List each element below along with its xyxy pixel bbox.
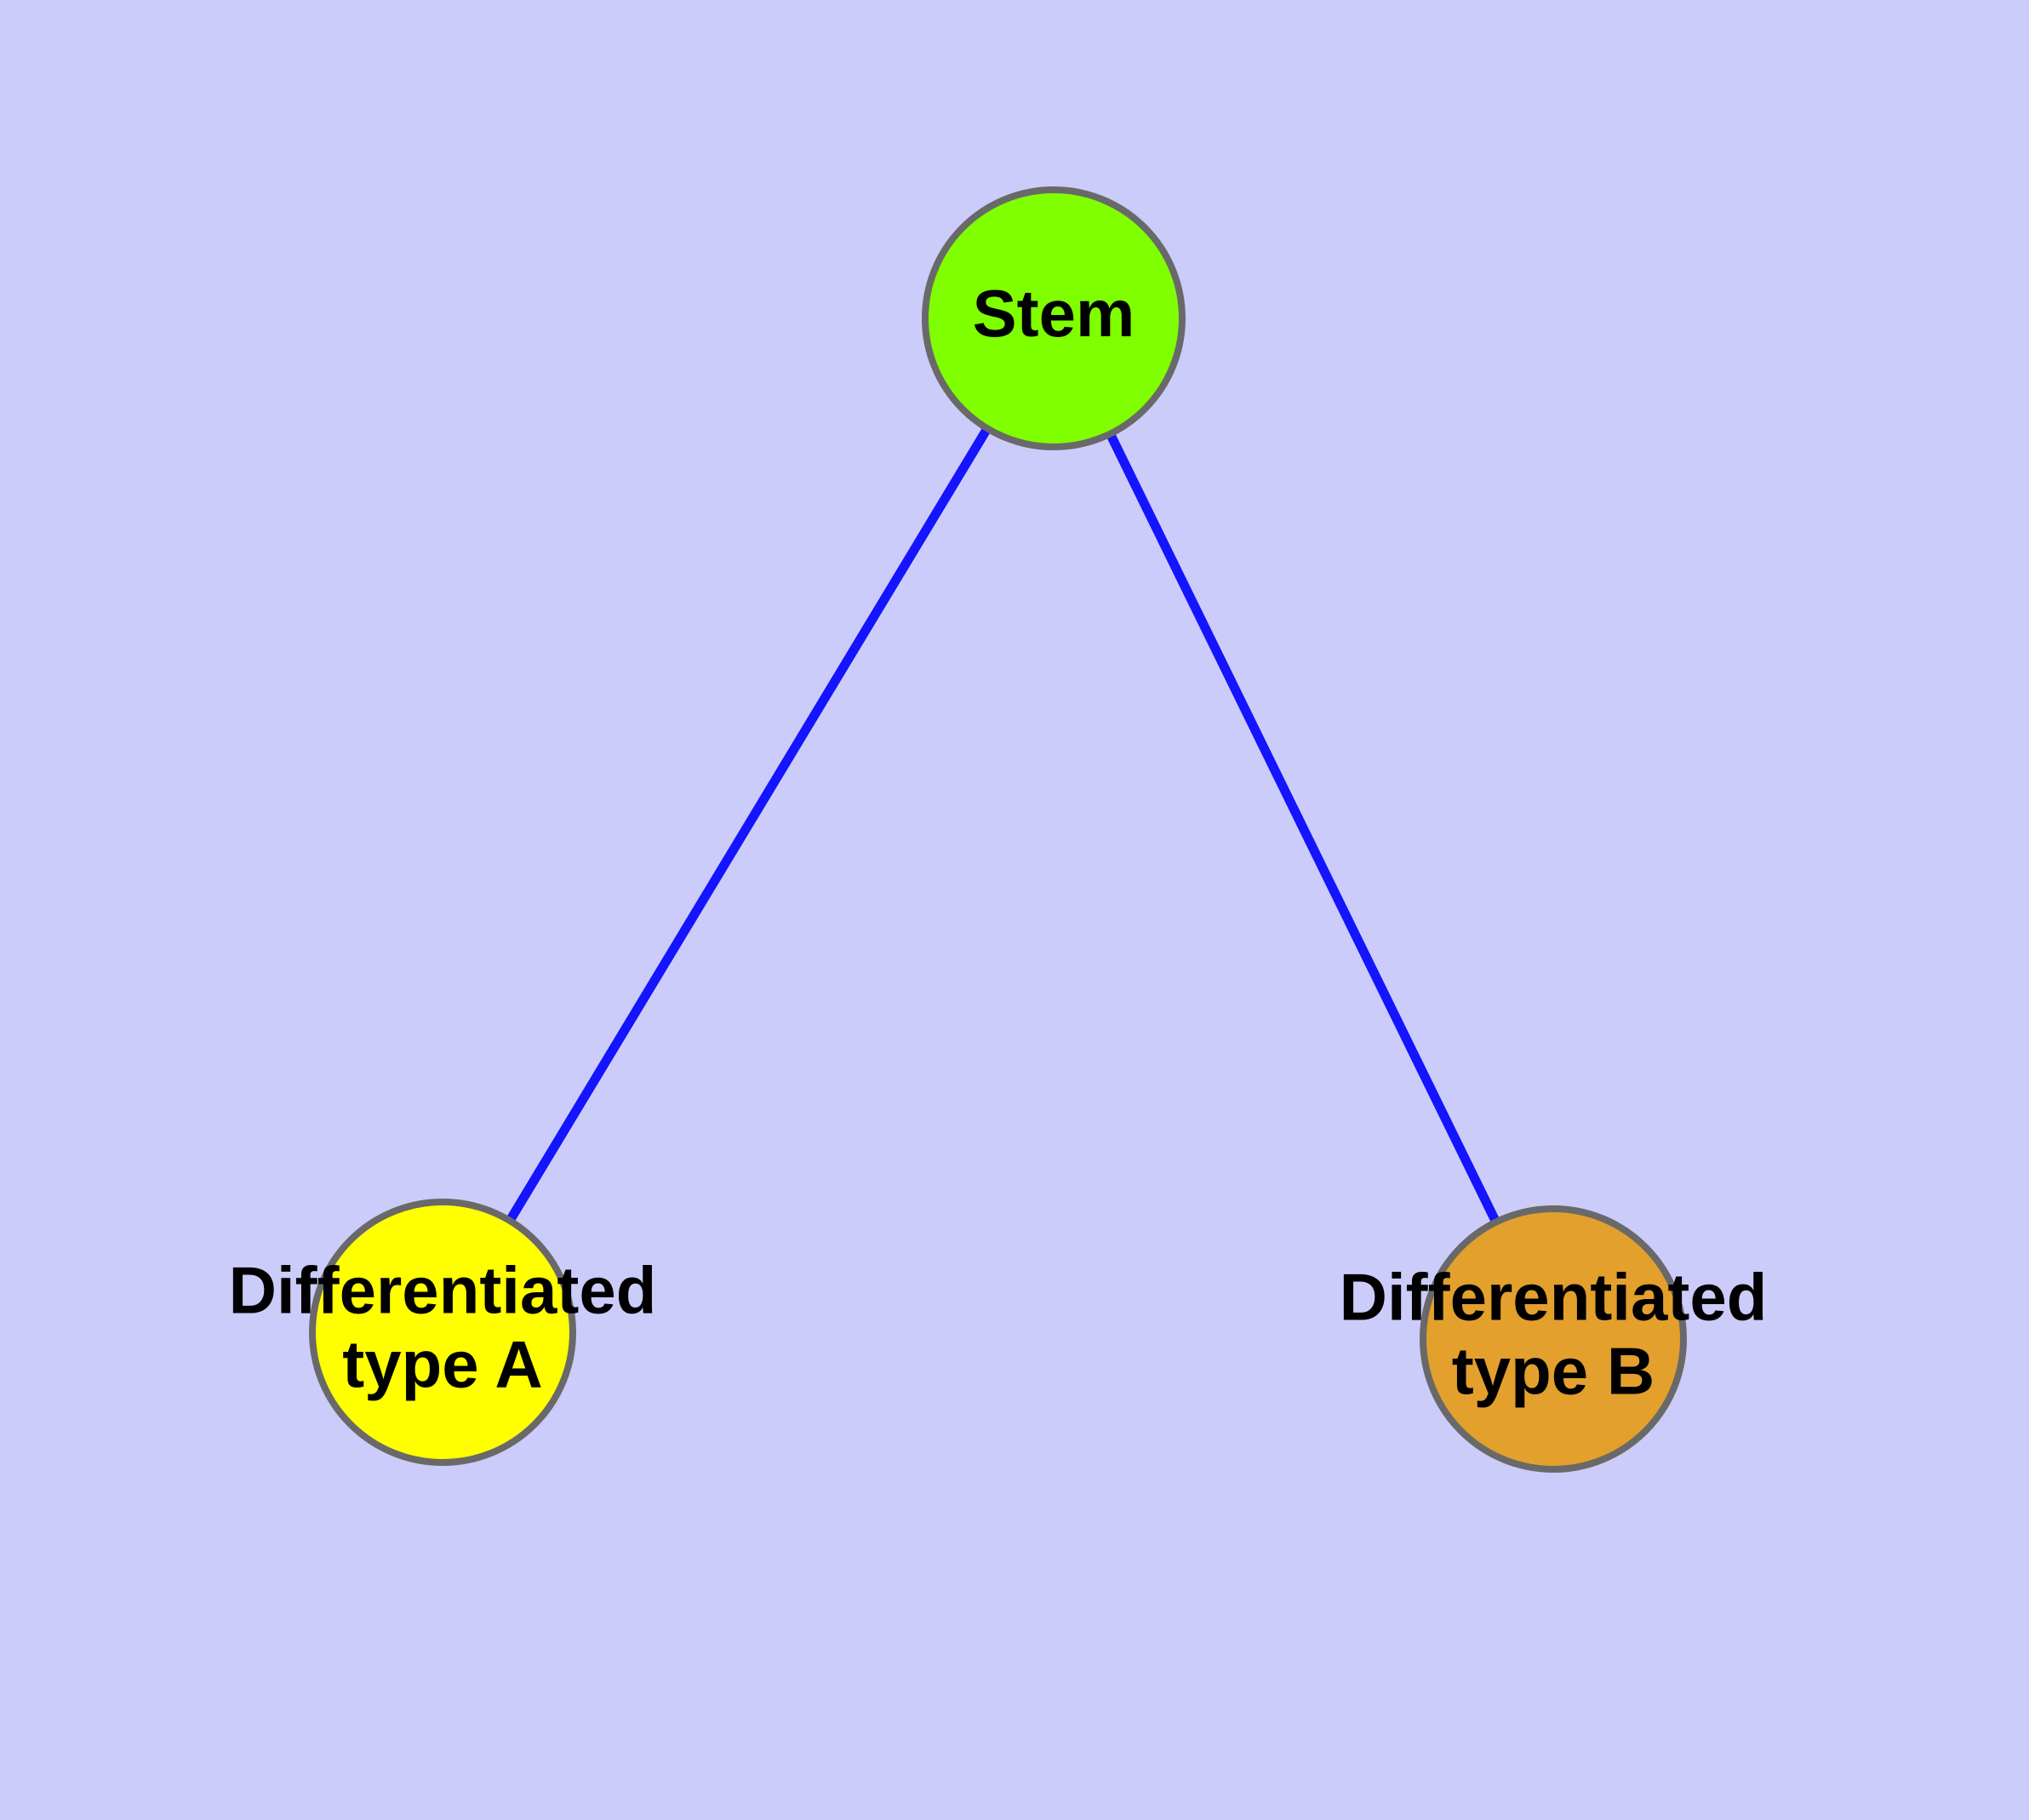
graph-edge-stem-to-diff-a[interactable] [438, 316, 1058, 1335]
nodes-layer [309, 186, 1687, 1473]
graph-node-diff_a[interactable] [309, 1199, 576, 1466]
graph-node-label-stem: Stem [973, 276, 1135, 351]
graph-node-label-line: Differentiated [1340, 1259, 1768, 1334]
graph-node-label-line: Differentiated [229, 1252, 657, 1327]
graph-node-label-line: type B [1452, 1333, 1655, 1408]
graph-node-label-line: type A [342, 1326, 543, 1401]
graph-edge-stem-to-diff-b[interactable] [1049, 316, 1557, 1342]
graph-node-diff_b[interactable] [1420, 1205, 1687, 1473]
edges-layer [438, 316, 1557, 1342]
graph-node-label-line: Stem [973, 276, 1135, 351]
graph-node-stem[interactable] [922, 186, 1186, 450]
